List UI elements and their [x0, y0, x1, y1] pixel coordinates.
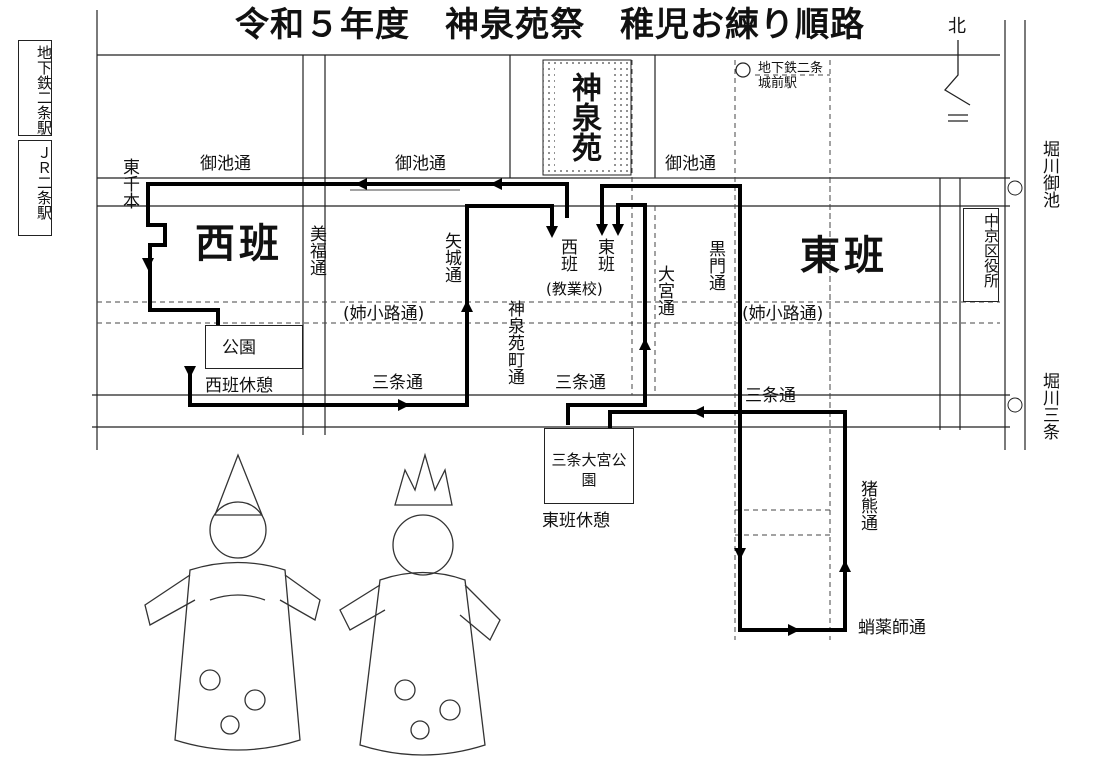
street-lines — [92, 10, 1026, 450]
east-start-label: 東班 — [594, 238, 614, 272]
direction-hints — [350, 177, 690, 191]
sanjo-omiya-park-box — [544, 428, 634, 504]
east-group-label: 東班 — [800, 233, 888, 279]
nijojomae-station-label: 地下鉄二条城前駅 — [758, 61, 824, 91]
east-rest-label: 東班休憩 — [542, 511, 610, 531]
horikawa-sanjo-marker — [1007, 397, 1023, 413]
sanjo-omiya-park-label: 三条大宮公園 — [551, 451, 627, 490]
west-rest-label: 西班休憩 — [205, 376, 273, 396]
shinsenenmachi-street-label: 神泉苑町通 — [504, 300, 524, 385]
dashed-streets — [97, 60, 1000, 640]
page-title: 令和５年度 神泉苑祭 稚児お練り順路 — [235, 5, 865, 45]
oike-street-label: 御池通 — [395, 154, 446, 174]
mifuku-street-label: 美福通 — [306, 225, 326, 276]
chigo-illustration — [144, 452, 501, 756]
horikawa-sanjo-label: 堀川三条 — [1039, 372, 1059, 440]
route-arrows — [142, 178, 851, 636]
inokuma-street-label: 猪熊通 — [857, 480, 877, 531]
compass-icon — [944, 40, 971, 122]
kuromon-street-label: 黒門通 — [705, 240, 725, 291]
anekoji-street-label: (姉小路通) — [343, 304, 425, 324]
sanjo-street-label: 三条通 — [555, 373, 606, 393]
sanjo-street-label: 三条通 — [372, 373, 423, 393]
oike-street-label: 御池通 — [665, 154, 716, 174]
west-start-label: 西班 — [557, 238, 577, 272]
yashiro-street-label: 矢城通 — [441, 232, 461, 283]
anekoji-street-label: (姉小路通) — [742, 304, 824, 324]
sanjo-street-label: 三条通 — [745, 386, 796, 406]
station-marker — [735, 62, 751, 78]
park-label: 公園 — [222, 338, 256, 358]
shinsenen-label: 神泉苑 — [566, 72, 601, 162]
horikawa-oike-label: 堀川御池 — [1039, 140, 1059, 208]
school-label: (教業校) — [546, 280, 603, 298]
higashisenbon-street-label: 東千本 — [119, 158, 139, 209]
compass-label: 北 — [948, 16, 966, 37]
west-park-box — [205, 325, 303, 369]
jr-nijo-station: ＪＲ二条駅 — [18, 140, 53, 236]
oike-street-label: 御池通 — [200, 154, 251, 174]
subway-nijo-station: 地下鉄二条駅 — [18, 40, 53, 136]
west-group-label: 西班 — [195, 221, 283, 267]
shinsenen-label-bg — [555, 68, 611, 166]
horikawa-oike-marker — [1007, 180, 1023, 196]
ward-office-box: 中京区役所 — [963, 208, 1000, 302]
shoyakushi-street-label: 蛸薬師通 — [858, 618, 926, 638]
omiya-street-label: 大宮通 — [654, 265, 674, 316]
